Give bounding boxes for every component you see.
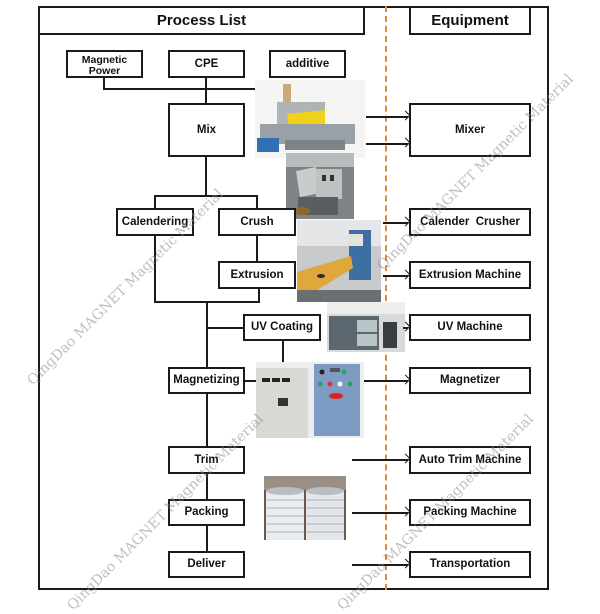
process-calendering: Calendering [116, 208, 194, 236]
process-label: Mix [196, 123, 217, 136]
equipment-label: UV Machine [437, 321, 503, 334]
process-label: Magnetic Power [81, 54, 128, 78]
equipment-uv-machine: UV Machine [409, 314, 531, 341]
process-extrusion: Extrusion [218, 261, 296, 289]
connector [258, 288, 260, 303]
arrow-icon [352, 512, 408, 514]
connector [103, 88, 258, 90]
extrusion-photo [297, 220, 381, 302]
process-label: Trim [194, 453, 219, 466]
equipment-label: Mixer [454, 123, 486, 136]
process-trim: Trim [168, 446, 245, 474]
process-label: Magnetizing [173, 374, 240, 387]
arrow-icon [352, 459, 408, 461]
connector [154, 195, 258, 197]
connector [205, 77, 207, 104]
arrow-icon [364, 380, 408, 382]
process-label: Deliver [187, 558, 226, 571]
crusher-photo [286, 153, 354, 219]
equipment-extrusion-machine: Extrusion Machine [409, 261, 531, 289]
connector [154, 195, 156, 209]
connector [243, 380, 257, 382]
equipment-label: Transportation [429, 558, 511, 571]
process-magnetic-power: Magnetic Power [66, 50, 143, 78]
equipment-title: Equipment [431, 12, 509, 29]
connector [282, 340, 284, 362]
process-magnetizing: Magnetizing [168, 367, 245, 394]
connector [205, 156, 207, 196]
process-cpe: CPE [168, 50, 245, 78]
equipment-mixer: Mixer [409, 103, 531, 157]
process-mix: Mix [168, 103, 245, 157]
process-crush: Crush [218, 208, 296, 236]
equipment-calender-crusher: Calender Crusher [409, 208, 531, 236]
process-label: Calendering [121, 215, 189, 228]
equipment-label: Packing Machine [423, 506, 517, 519]
equipment-auto-trim-machine: Auto Trim Machine [409, 446, 531, 474]
equipment-magnetizer: Magnetizer [409, 367, 531, 394]
mixer-photo [255, 80, 365, 158]
process-label: Packing [184, 506, 229, 519]
process-packing: Packing [168, 499, 245, 526]
connector [206, 327, 244, 329]
arrow-icon [352, 564, 408, 566]
connector [103, 77, 105, 89]
process-deliver: Deliver [168, 551, 245, 578]
process-label: additive [285, 57, 330, 70]
process-uv-coating: UV Coating [243, 314, 321, 341]
column-divider [385, 6, 387, 590]
arrow-icon [383, 275, 408, 277]
connector [206, 301, 208, 368]
equipment-label: Magnetizer [439, 374, 501, 387]
connector [256, 235, 258, 262]
arrow-icon [403, 327, 408, 329]
equipment-transportation: Transportation [409, 551, 531, 578]
process-label: CPE [194, 57, 219, 70]
process-list-title: Process List [156, 12, 247, 29]
arrow-icon [383, 222, 408, 224]
arrow-icon [366, 116, 408, 118]
connector [206, 393, 208, 448]
process-label: Crush [240, 215, 274, 228]
connector [154, 235, 156, 303]
uv-machine-photo [327, 302, 405, 352]
equipment-packing-machine: Packing Machine [409, 499, 531, 526]
process-label: Extrusion [230, 268, 284, 281]
arrow-icon [366, 143, 408, 145]
equipment-header: Equipment [409, 6, 531, 35]
equipment-label: Calender Crusher [420, 215, 520, 228]
equipment-label: Auto Trim Machine [418, 453, 522, 466]
process-label: UV Coating [251, 321, 313, 334]
magnetizer-photo [256, 362, 364, 438]
connector [206, 473, 208, 500]
connector [256, 195, 258, 209]
packing-photo [264, 476, 346, 540]
equipment-label: Extrusion Machine [418, 268, 522, 281]
process-additive: additive [269, 50, 346, 78]
process-list-header: Process List [38, 6, 365, 35]
connector [206, 525, 208, 552]
